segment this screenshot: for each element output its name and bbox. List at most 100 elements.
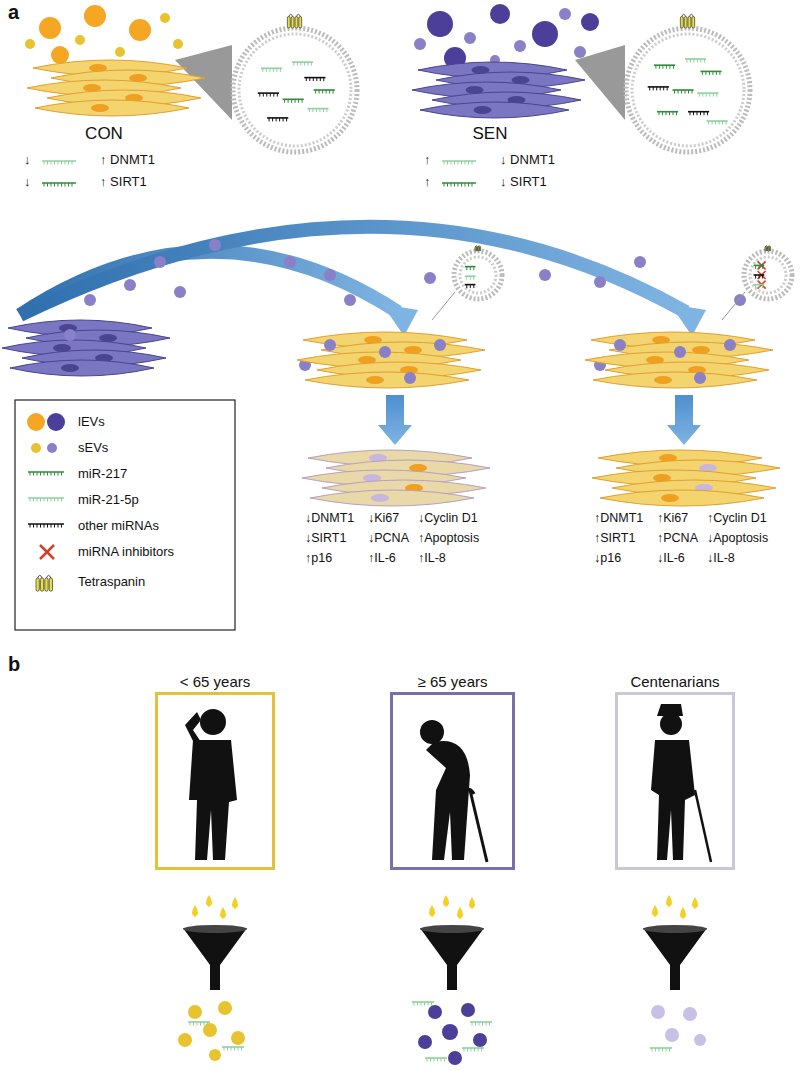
age-group-frame: Centenarians [615,692,735,870]
vesicle [424,272,436,284]
vesicle [84,294,96,306]
mirna-glyph [261,68,282,72]
marker-label: ↑ [424,174,431,190]
mirna-glyph [188,1022,210,1026]
mirna-glyph [304,78,325,82]
marker-label: ↑SIRT1 [594,530,635,546]
vesicle [694,1034,706,1046]
vesicle [25,39,35,49]
age-group-frame: ≥ 65 years [390,692,515,870]
person-silhouette [651,704,711,862]
mirna-glyph [283,99,304,103]
nucleus [474,106,492,114]
legend-entry: miR-217 [78,466,127,482]
vesicle [683,1007,697,1021]
tetraspanin-symbol [475,246,481,251]
legend-entry: Tetraspanin [78,574,145,590]
nucleus [61,364,79,372]
cell-layer [2,320,170,376]
marker-label: ↑DNMT1 [594,510,643,526]
arrow-head [382,304,418,336]
nucleus [366,376,384,384]
vesicle [51,46,69,64]
mirna-glyph [258,93,279,97]
person-silhouette [185,709,237,860]
nucleus [371,494,389,502]
cell-layer [585,332,773,388]
vesicle [344,294,356,306]
marker-label: ↓Ki67 [368,510,399,526]
marker-label: ↓ DNMT1 [500,152,555,168]
group-label: CON [85,126,123,142]
marker-label: ↓p16 [594,550,621,566]
mirna-glyph [28,524,64,528]
marker-label: ↓PCNA [368,530,409,546]
marker-label: ↑Apoptosis [418,530,479,546]
legend-entry: miRNA inhibitors [78,544,174,560]
mirna-glyph [442,161,476,165]
vesicle [614,339,626,351]
panel-letter: b [8,656,20,672]
mirna-glyph [688,112,709,116]
marker-label: ↓DNMT1 [305,510,354,526]
vesicle [379,346,391,358]
vesicle [594,276,606,288]
mirna-glyph [470,1022,492,1026]
cell [10,360,154,376]
vesicle [574,46,586,58]
cell-layer [27,60,205,116]
marker-label: ↑Ki67 [657,510,688,526]
vesicle [404,372,416,384]
marker-label: ↓ [24,174,31,190]
mirna-glyph [292,62,313,66]
marker-label: ↓SIRT1 [305,530,346,546]
zoom-line [432,292,455,320]
mirna-glyph [465,276,476,280]
mirna-glyph [754,285,765,289]
legend-entry: lEVs [78,414,105,430]
vesicle [694,372,706,384]
legend-samples [27,413,65,559]
cell [35,100,189,116]
mirna-glyph [28,472,64,476]
tetraspanin-symbol [765,246,771,251]
vesicle [734,294,746,306]
vesicle [115,47,125,57]
vesicle [154,256,166,268]
legend-entry: other miRNAs [78,518,159,534]
age-group-frame: < 65 years [155,692,275,870]
tetraspanin-symbol [287,14,301,28]
vesicle [231,1031,245,1045]
mirna-glyph [654,65,675,69]
zoom-line [722,292,745,320]
vesicle [674,346,686,358]
marker-label: ↓ [24,152,31,168]
cell [593,372,757,388]
mirna-glyph [697,93,718,97]
mirna-glyph [707,121,728,125]
mirna-glyph [42,183,76,187]
marker-label: ↑ [424,152,431,168]
age-group-label: Centenarians [630,673,719,690]
mirna-glyph [754,275,765,279]
cell [310,490,474,506]
vesicle [188,1005,202,1019]
vesicle [473,1033,487,1047]
cell-layer [412,62,585,118]
nucleus [661,494,679,502]
vesicle [84,5,106,27]
marker-label: ↑IL-8 [418,550,446,566]
mirna-glyph [673,90,694,94]
vesicle [651,1005,665,1019]
cell-layer [297,332,485,388]
zoom-wedge [575,45,625,120]
vesicle [209,239,221,251]
vesicle [160,13,170,23]
vesicle [427,11,453,37]
marker-label: ↑ DNMT1 [100,152,155,168]
vesicle [178,1033,192,1047]
vesicle [539,269,551,281]
vesicle [64,329,76,341]
mirna-glyph [465,285,476,289]
